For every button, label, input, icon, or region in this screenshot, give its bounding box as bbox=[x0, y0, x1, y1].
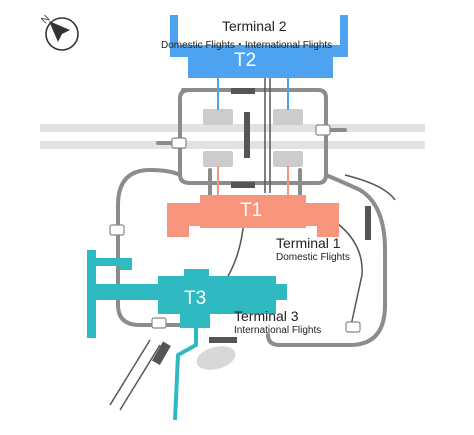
terminal-2-code: T2 bbox=[234, 50, 257, 71]
compass: N bbox=[39, 13, 79, 51]
terminal-1-code: T1 bbox=[240, 200, 263, 221]
bus-stop-icons bbox=[109, 124, 361, 333]
shuttle-stations bbox=[152, 88, 371, 366]
terminal-3-shuttle-line bbox=[173, 320, 198, 421]
terminal-1-title: Terminal 1 bbox=[276, 235, 341, 251]
terminal-1-building bbox=[167, 195, 339, 237]
terminal-2-connectors bbox=[217, 78, 289, 110]
terminal-3-code: T3 bbox=[184, 288, 207, 309]
terminal-2-subtitle: Domestic Flights・International Flights bbox=[161, 40, 333, 51]
terminal-3-subtitle: International Flights bbox=[234, 325, 322, 336]
north-arrow-icon bbox=[49, 21, 70, 42]
terminal-1-subtitle: Domestic Flights bbox=[276, 252, 350, 263]
terminal-1-connectors bbox=[217, 166, 289, 198]
road-network bbox=[116, 88, 387, 347]
pond bbox=[196, 346, 236, 370]
terminal-2-building bbox=[170, 15, 348, 78]
terminal-3-title: Terminal 3 bbox=[234, 308, 299, 324]
runways bbox=[40, 124, 425, 149]
terminal-3-building bbox=[87, 250, 287, 338]
terminal-2-title: Terminal 2 bbox=[222, 18, 287, 34]
parking-garages bbox=[203, 109, 303, 167]
